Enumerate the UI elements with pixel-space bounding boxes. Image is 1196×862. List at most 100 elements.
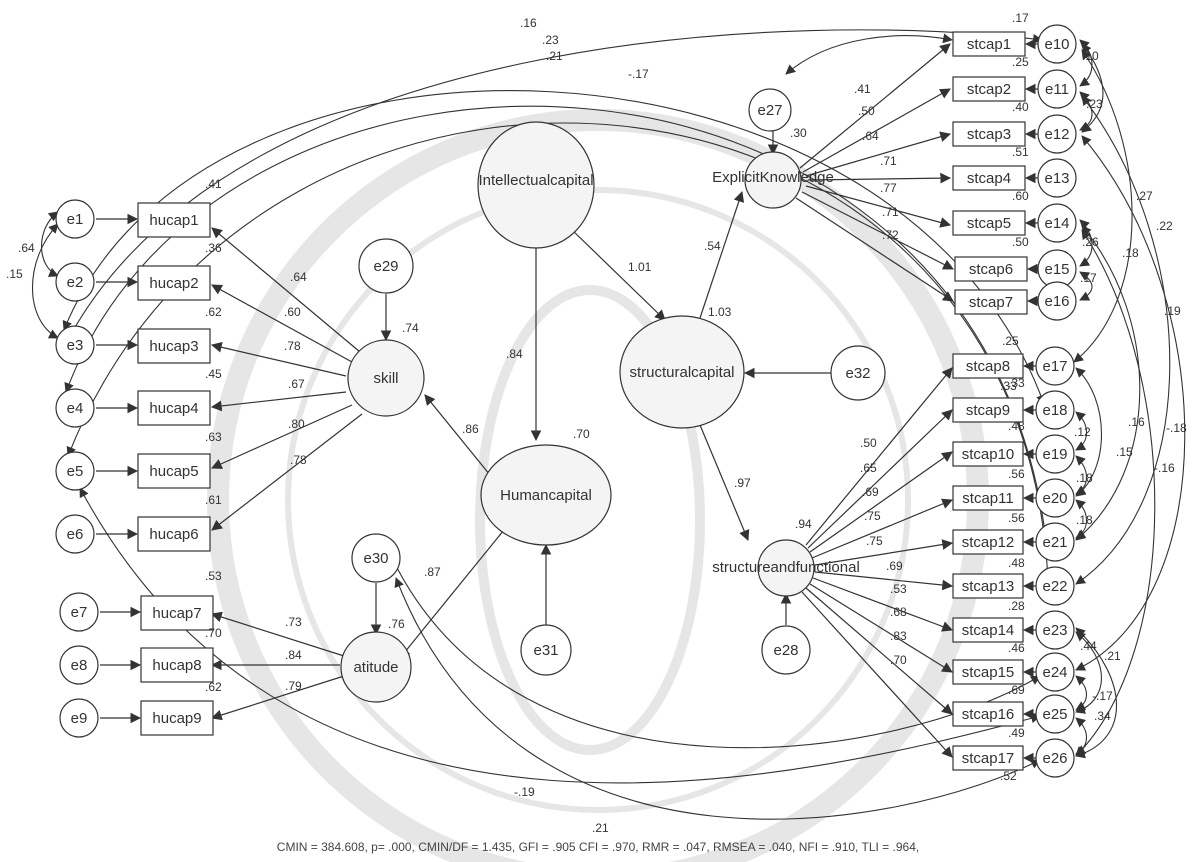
coef-sf-17: .70 (890, 653, 907, 667)
error-e1 (55, 199, 95, 239)
error-e13 (1037, 158, 1077, 198)
label-stcap16: stcap16 (962, 706, 1015, 723)
coef-ek-6: .71 (882, 205, 899, 219)
label-e18: e18 (1042, 402, 1067, 419)
cov-e24-e25 (1075, 675, 1088, 711)
coef-cov-rm17b: -.17 (1092, 689, 1113, 703)
label-hucap4: hucap4 (149, 400, 198, 417)
label-e15: e15 (1044, 261, 1069, 278)
coef-sf-16: .83 (890, 629, 907, 643)
path-ek-stcap1 (799, 43, 951, 169)
label-e27: e27 (757, 102, 782, 119)
cov-e11-e22 (1075, 95, 1171, 585)
label-e8: e8 (71, 657, 88, 674)
label-e4: e4 (67, 400, 84, 417)
coef-cov-r08: .18 (1076, 471, 1093, 485)
latent-structuralcapital (619, 315, 745, 429)
indicator-stcap2 (952, 76, 1026, 102)
cov-e23-e26 (1075, 627, 1118, 759)
error-e4 (55, 388, 95, 428)
latent-humancapital (480, 444, 612, 546)
coef-ek-3: .64 (862, 129, 879, 143)
label-e28: e28 (773, 642, 798, 659)
coef-sc-ek: .54 (704, 239, 721, 253)
coef-h3-r2: .62 (205, 305, 222, 319)
coef-cov-r34: .34 (1094, 709, 1111, 723)
indicator-stcap3 (952, 121, 1026, 147)
indicator-stcap8 (952, 353, 1024, 379)
label-hucap7: hucap7 (152, 605, 201, 622)
coef-cov-r21b: .21 (1104, 649, 1121, 663)
coef-sk-h6: .78 (290, 453, 307, 467)
label-structuralcapital: structuralcapital (629, 364, 734, 381)
latent-explicitknowledge (744, 151, 802, 209)
coef-sk-h4: .67 (288, 377, 305, 391)
indicator-hucap5 (137, 453, 211, 489)
indicator-stcap17 (952, 745, 1024, 771)
error-e21 (1035, 522, 1075, 562)
indicator-stcap15 (952, 659, 1024, 685)
label-e12: e12 (1044, 126, 1069, 143)
error-e5 (55, 451, 95, 491)
coef-cov-e1-e3: .15 (6, 267, 23, 281)
label-stcap5: stcap5 (967, 215, 1011, 232)
label-e24: e24 (1042, 664, 1067, 681)
coef-sk-h5: .80 (288, 417, 305, 431)
latent-structureandfunctional (757, 539, 815, 597)
coef-st17-r2: .49 (1008, 726, 1025, 740)
cov-e14-e26 (1075, 229, 1156, 757)
label-e19: e19 (1042, 446, 1067, 463)
label-e26: e26 (1042, 750, 1067, 767)
label-e23: e23 (1042, 622, 1067, 639)
label-e13: e13 (1044, 170, 1069, 187)
label-hucap1: hucap1 (149, 212, 198, 229)
error-e16 (1037, 281, 1077, 321)
coef-sf-12: .75 (866, 534, 883, 548)
coef-ek-5: .77 (880, 181, 897, 195)
indicator-stcap4 (952, 165, 1026, 191)
coef-hc-skill: .86 (462, 422, 479, 436)
indicator-stcap1 (952, 31, 1026, 57)
coef-at-h9: .79 (285, 679, 302, 693)
cov-e30-e26 (394, 577, 1041, 820)
label-hucap8: hucap8 (152, 657, 201, 674)
coef-st7-r2: .52 (1000, 769, 1017, 783)
coef-cov-rm16: -.16 (1154, 461, 1175, 475)
coef-ic-struct: 1.01 (628, 260, 652, 274)
indicator-stcap7 (954, 289, 1028, 315)
coef-st15-r2: .46 (1008, 641, 1025, 655)
label-stcap2: stcap2 (967, 81, 1011, 98)
coef-cov-r17: .17 (1080, 271, 1097, 285)
coef-h8-r2: .70 (205, 626, 222, 640)
coef-sf-13: .69 (886, 559, 903, 573)
cov-e20-e21 (1075, 499, 1088, 539)
coef-st4-r2: .51 (1012, 145, 1029, 159)
cov-e10-e17 (1073, 49, 1133, 363)
coef-ek-2: .50 (858, 104, 875, 118)
coef-h2-r2: .36 (205, 241, 222, 255)
indicator-stcap13 (952, 573, 1024, 599)
indicator-hucap8 (140, 647, 214, 683)
path-hc-skill (424, 394, 491, 476)
path-sf-stcap15 (809, 583, 953, 673)
coef-cov-r10: .10 (1082, 49, 1099, 63)
label-e6: e6 (67, 526, 84, 543)
coef-st12-r2: .56 (1008, 511, 1025, 525)
error-e22 (1035, 566, 1075, 606)
indicator-hucap3 (137, 328, 211, 364)
coef-cov-r1x: .18 (1076, 513, 1093, 527)
coef-cov-r22: .22 (1156, 219, 1173, 233)
coef-cov-b21: .21 (592, 821, 609, 835)
label-e14: e14 (1044, 215, 1069, 232)
cov-e17-e20 (1075, 367, 1102, 497)
coef-st5-r2: .60 (1012, 189, 1029, 203)
label-e25: e25 (1042, 706, 1067, 723)
model-fit-statistics: CMIN = 384.608, p= .000, CMIN/DF = 1.435… (276, 840, 920, 854)
coef-st10-r2: .48 (1008, 419, 1025, 433)
coef-h6-r2: .61 (205, 493, 222, 507)
coef-hc-r2: .70 (573, 427, 590, 441)
error-e6 (55, 514, 95, 554)
indicator-stcap12 (952, 529, 1024, 555)
coef-cov-rm18: -.18 (1166, 421, 1187, 435)
coef-st13-r2: .48 (1008, 556, 1025, 570)
